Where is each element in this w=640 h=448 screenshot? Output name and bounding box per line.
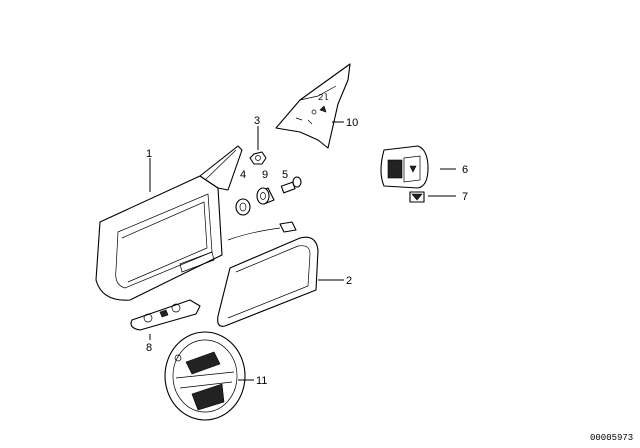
part-8-bracket[interactable] <box>130 299 201 331</box>
part-9-spacer[interactable] <box>256 187 275 205</box>
part-11-drive-unit[interactable] <box>164 331 246 421</box>
leader-lines <box>149 121 456 381</box>
callout-9: 9 <box>262 169 268 181</box>
callout-6: 6 <box>462 164 468 176</box>
callout-7: 7 <box>462 191 468 203</box>
callout-1: 1 <box>146 148 152 160</box>
callout-11: 11 <box>256 375 267 387</box>
callout-5: 5 <box>282 169 288 181</box>
part-5-screw[interactable] <box>280 176 302 194</box>
part-6-switch[interactable] <box>380 145 429 189</box>
part-4-grommet[interactable] <box>235 198 251 216</box>
part-10-triangle-cover[interactable]: 2l <box>275 63 351 149</box>
callout-3: 3 <box>254 115 260 127</box>
part-10-marking: 2l <box>318 93 329 103</box>
callout-8: 8 <box>146 342 152 354</box>
callout-10: 10 <box>346 117 358 129</box>
callout-4: 4 <box>240 169 246 181</box>
callout-2: 2 <box>346 275 352 287</box>
part-7-clip[interactable] <box>409 191 425 203</box>
part-3-nut[interactable] <box>249 151 267 165</box>
drawing-code: 00005973 <box>590 433 633 443</box>
part-1-mirror-housing[interactable] <box>95 145 243 301</box>
part-2-mirror-glass[interactable] <box>217 221 319 327</box>
